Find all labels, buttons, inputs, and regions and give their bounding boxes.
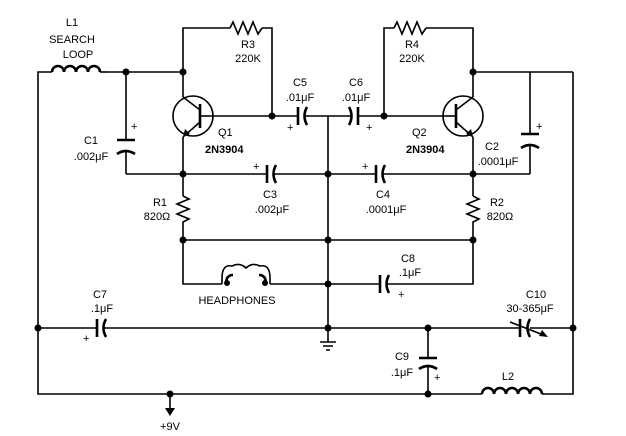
r1-value: 820Ω xyxy=(144,211,171,223)
l2-ref: L2 xyxy=(502,371,514,383)
r2-value: 820Ω xyxy=(487,211,514,223)
q2-ref: Q2 xyxy=(412,127,427,139)
l1-label-line1: SEARCH xyxy=(49,34,95,46)
c7-plus: + xyxy=(83,333,89,345)
c1-ref: C1 xyxy=(84,135,98,147)
q2-part: 2N3904 xyxy=(406,144,445,156)
capacitor-c7 xyxy=(95,318,108,338)
r2-ref: R2 xyxy=(490,197,504,209)
c5-value: .01μF xyxy=(286,92,315,104)
transistor-q1 xyxy=(172,95,214,138)
resistor-r1 xyxy=(174,195,192,226)
q1-ref: Q1 xyxy=(218,127,233,139)
c9-plus: + xyxy=(434,372,440,384)
headphones-symbol xyxy=(221,263,271,286)
c6-value: .01μF xyxy=(342,92,371,104)
c10-value: 30-365μF xyxy=(506,303,554,315)
c3-plus: + xyxy=(253,161,259,173)
resistor-r2 xyxy=(464,195,482,226)
r3-value: 220K xyxy=(235,53,261,65)
l1-label-line2: LOOP xyxy=(63,49,94,61)
capacitor-c1 xyxy=(116,138,136,156)
r4-value: 220K xyxy=(399,53,425,65)
capacitor-c9 xyxy=(418,356,438,371)
l1-ref: L1 xyxy=(66,17,78,29)
capacitor-c6 xyxy=(347,106,360,126)
capacitor-c4 xyxy=(374,164,387,184)
inductor-l2 xyxy=(480,386,544,395)
r3-ref: R3 xyxy=(241,39,255,51)
c8-ref: C8 xyxy=(401,253,415,265)
c2-plus: + xyxy=(536,121,542,133)
ground-symbol xyxy=(320,338,336,351)
c2-ref: C2 xyxy=(485,141,499,153)
c3-ref: C3 xyxy=(263,189,277,201)
c5-ref: C5 xyxy=(293,77,307,89)
c2-value: .0001μF xyxy=(478,156,519,168)
c5-plus: + xyxy=(287,122,293,134)
capacitor-c2 xyxy=(520,132,540,150)
resistor-r4 xyxy=(393,19,427,37)
c9-value: .1μF xyxy=(391,367,414,379)
c4-ref: C4 xyxy=(376,189,390,201)
capacitor-c5 xyxy=(296,106,309,126)
c10-ref: C10 xyxy=(526,289,546,301)
variable-capacitor-c10 xyxy=(509,318,548,338)
capacitor-c3 xyxy=(265,164,278,184)
c7-ref: C7 xyxy=(93,289,107,301)
c7-value: .1μF xyxy=(91,303,114,315)
c4-plus: + xyxy=(362,161,368,173)
resistor-r3 xyxy=(229,19,263,37)
c8-value: .1μF xyxy=(399,267,422,279)
capacitor-c8 xyxy=(378,274,391,294)
c1-plus: + xyxy=(131,121,137,133)
c3-value: .002μF xyxy=(255,204,290,216)
junction-dots xyxy=(34,68,577,398)
supply-label: +9V xyxy=(160,421,181,433)
r4-ref: R4 xyxy=(405,39,419,51)
wires xyxy=(37,27,574,410)
c8-plus: + xyxy=(398,289,404,301)
headphones-label: HEADPHONES xyxy=(198,295,275,307)
supply-arrow xyxy=(165,408,175,416)
c9-ref: C9 xyxy=(395,351,409,363)
c6-plus: + xyxy=(366,122,372,134)
c1-value: .002μF xyxy=(74,151,109,163)
transistor-q2 xyxy=(442,95,484,138)
inductor-l1 xyxy=(50,64,108,73)
c6-ref: C6 xyxy=(349,77,363,89)
c4-value: .0001μF xyxy=(366,204,407,216)
q1-part: 2N3904 xyxy=(205,144,244,156)
r1-ref: R1 xyxy=(153,197,167,209)
